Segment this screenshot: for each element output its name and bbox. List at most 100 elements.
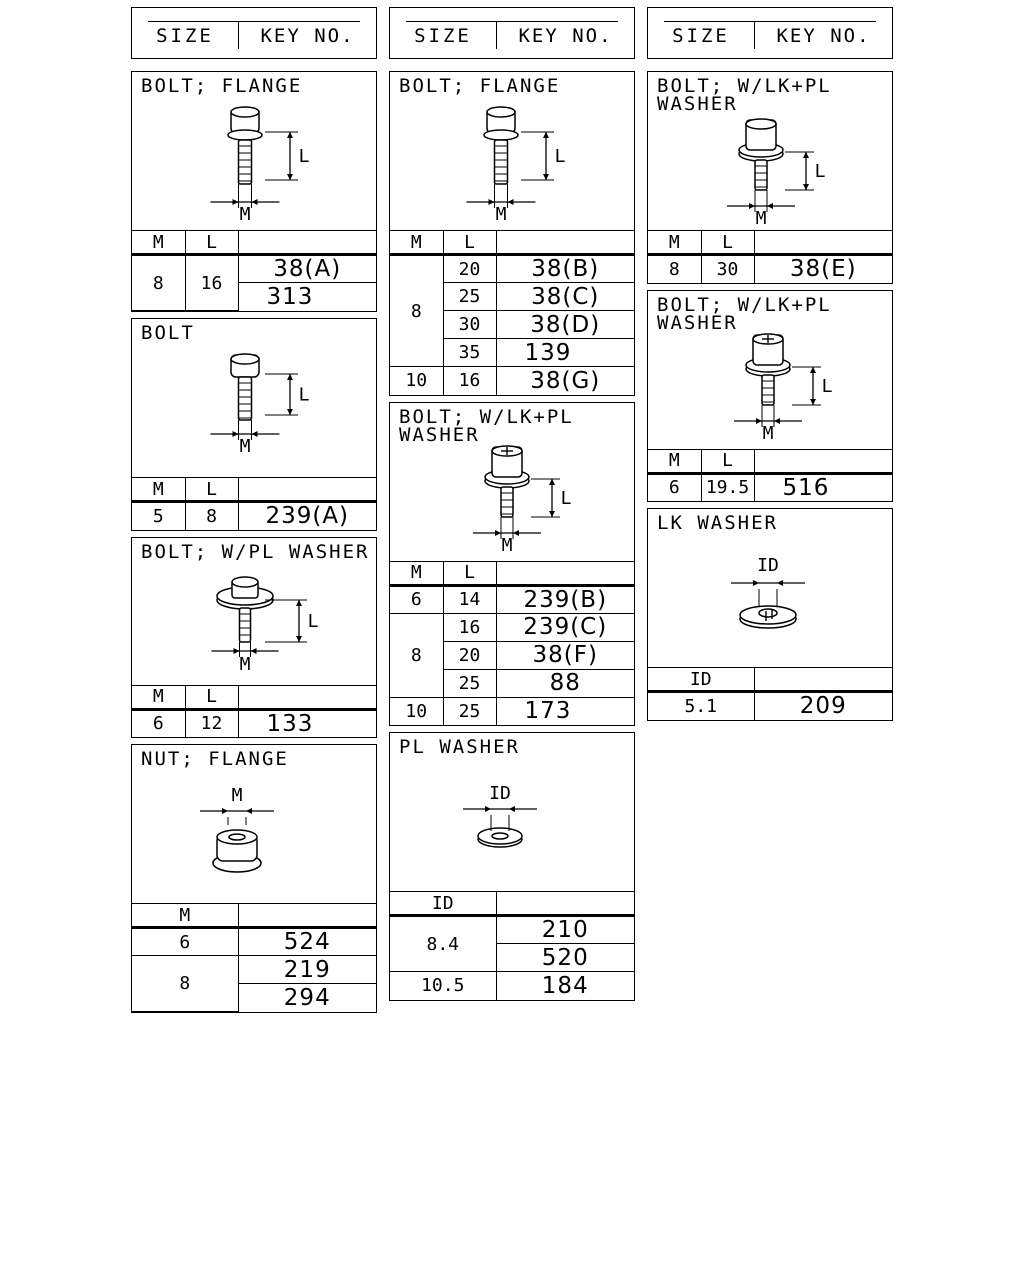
svg-text:M: M (763, 423, 774, 444)
svg-text:M: M (232, 785, 243, 806)
key-no-heading: KEY NO. (776, 25, 871, 47)
size-value: 19.5 (700, 472, 755, 501)
dimension-header: L (442, 560, 497, 587)
svg-text:L: L (308, 611, 319, 632)
size-value: 16 (442, 612, 497, 642)
key-number: 173 (495, 696, 634, 725)
key-number: 38(D) (495, 310, 634, 339)
lk-washer-bolt-icon: LM (727, 118, 826, 229)
key-number: 38(F) (495, 640, 634, 670)
key-number: 239(A) (237, 501, 376, 530)
key-no-column-header (495, 560, 634, 587)
dimension-header: L (184, 477, 239, 503)
dimension-header: ID (648, 667, 755, 693)
key-number: 210 (495, 915, 634, 944)
dimension-header: ID (390, 891, 497, 917)
size-value: 8.4 (390, 915, 497, 972)
dimension-header: M (132, 684, 186, 711)
cross-head-bolt-icon: LM (473, 444, 572, 556)
flange-nut-icon: M (200, 785, 274, 873)
dimension-header: L (442, 230, 497, 256)
part-title: BOLT; W/LK+PL WASHER (399, 405, 574, 446)
size-value: 8 (390, 612, 444, 698)
key-number: 184 (495, 971, 634, 1000)
flange-bolt-icon: LM (466, 106, 566, 225)
key-no-column-header (237, 684, 376, 711)
part-title: BOLT; FLANGE (141, 75, 303, 97)
part-title: BOLT; FLANGE (399, 75, 561, 97)
key-number: 38(G) (495, 366, 634, 395)
svg-text:L: L (815, 161, 826, 182)
dimension-header: M (390, 560, 444, 587)
size-value: 8 (184, 501, 239, 530)
key-no-column-header (753, 448, 892, 475)
size-value: 16 (442, 366, 497, 395)
size-value: 10 (390, 696, 444, 725)
table-row: 313 (132, 282, 376, 311)
size-value: 6 (132, 927, 239, 956)
size-value: 6 (132, 708, 186, 737)
size-value: 8 (132, 955, 239, 1012)
svg-text:L: L (822, 376, 833, 397)
key-number: 38(B) (495, 254, 634, 283)
flange-bolt-icon: LM (210, 106, 310, 225)
key-no-column-header (495, 230, 634, 256)
key-no-heading: KEY NO. (518, 25, 613, 47)
size-value: 25 (443, 282, 497, 311)
size-value: 12 (184, 708, 239, 737)
dimension-header: L (700, 448, 755, 475)
part-title: LK WASHER (657, 512, 778, 534)
svg-text:M: M (756, 208, 767, 229)
size-value: 20 (443, 640, 497, 670)
key-number: 38(E) (753, 254, 892, 283)
size-value: 30 (700, 254, 755, 283)
key-no-column-header (753, 230, 892, 256)
key-number: 239(C) (495, 612, 634, 642)
dimension-header: L (700, 230, 755, 256)
svg-text:L: L (299, 146, 310, 167)
size-value: 30 (443, 310, 497, 339)
key-number: 313 (238, 282, 376, 311)
key-number: 139 (495, 338, 634, 367)
plain-washer-icon: ID (463, 783, 537, 848)
dimension-header: M (390, 230, 444, 256)
hex-bolt-icon: LM (210, 353, 310, 457)
key-no-column-header (237, 230, 376, 256)
svg-text:L: L (561, 488, 572, 509)
svg-text:M: M (496, 204, 507, 225)
size-value: 8 (132, 254, 186, 311)
key-number: 209 (753, 691, 892, 720)
svg-text:L: L (555, 146, 566, 167)
key-number: 133 (237, 708, 376, 737)
key-no-column-header (237, 903, 376, 929)
size-value: 10 (390, 366, 444, 395)
size-value: 20 (442, 254, 497, 283)
svg-text:M: M (240, 436, 251, 457)
